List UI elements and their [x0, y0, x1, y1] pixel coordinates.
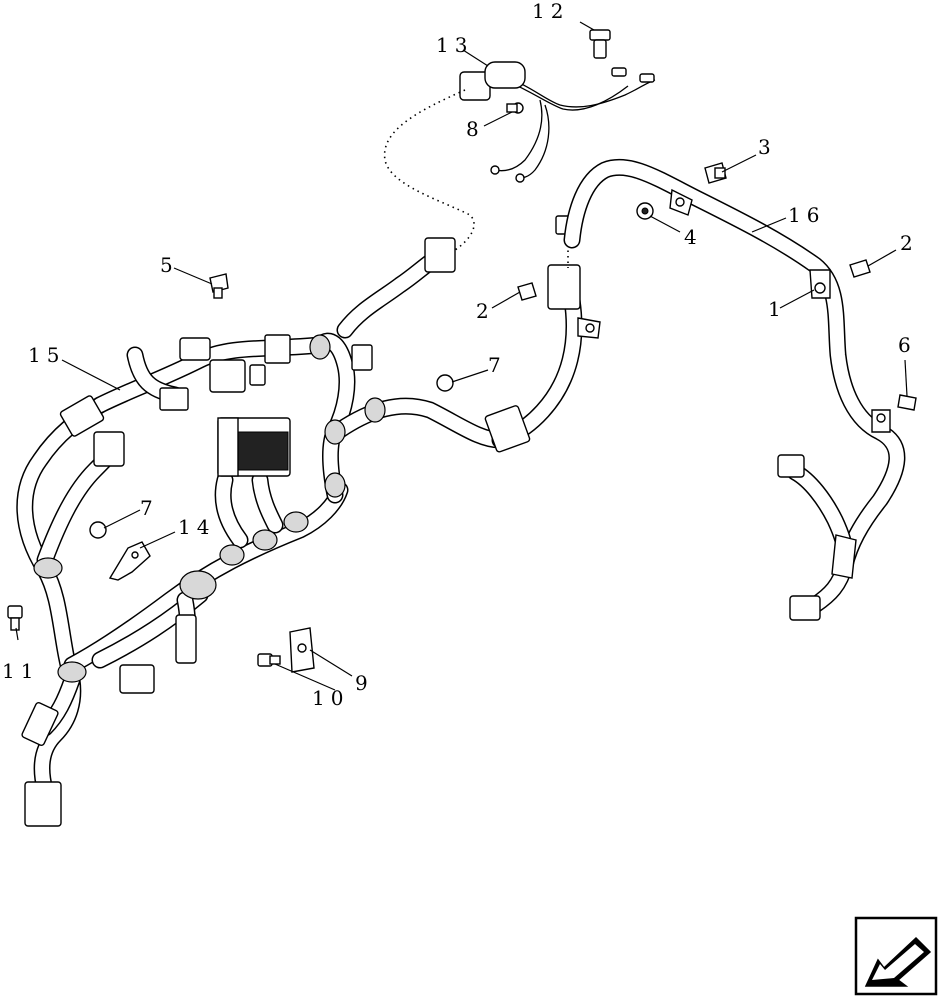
callout-12: 12 — [532, 0, 569, 23]
main-harness — [16, 246, 583, 799]
hardware — [7, 162, 917, 673]
callout-14: 14 — [178, 515, 215, 539]
callout-9: 9 — [355, 671, 374, 695]
callout-8: 8 — [466, 117, 485, 141]
callout-1: 1 — [768, 297, 787, 321]
callout-2b: 2 — [900, 231, 919, 255]
callout-6: 6 — [898, 333, 917, 357]
callout-labels: 1 2 2 3 4 5 6 7 7 8 9 10 11 12 13 14 15 … — [2, 0, 919, 710]
callout-10: 10 — [312, 686, 349, 710]
leader-lines — [15, 21, 908, 691]
callout-16: 16 — [788, 203, 825, 227]
callout-11: 11 — [2, 659, 39, 683]
right-harness — [563, 158, 906, 621]
callout-5: 5 — [160, 253, 179, 277]
callout-7a: 7 — [488, 353, 507, 377]
connection-dotted-line — [383, 89, 475, 251]
previous-page-arrow-icon[interactable] — [854, 916, 938, 996]
callout-15: 15 — [28, 343, 65, 367]
callout-7b: 7 — [140, 496, 159, 520]
callout-3: 3 — [758, 135, 777, 159]
callout-2a: 2 — [476, 299, 495, 323]
callout-4: 4 — [684, 225, 703, 249]
sensor-harness — [459, 29, 656, 183]
harness-components — [21, 215, 581, 827]
callout-13: 13 — [436, 33, 473, 57]
